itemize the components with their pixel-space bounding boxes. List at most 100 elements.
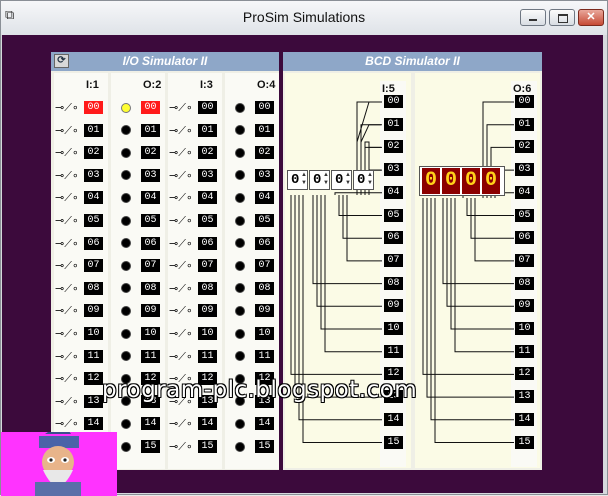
input-switch[interactable]: ⊸⟋∘: [169, 123, 193, 137]
bcd-input-digit[interactable]: 0: [309, 170, 330, 190]
address-label: 10: [198, 327, 217, 340]
io-simulator-title: I/O Simulator II: [122, 54, 208, 68]
input-switch[interactable]: ⊸⟋∘: [55, 281, 79, 295]
input-switch[interactable]: ⊸⟋∘: [55, 417, 79, 431]
address-label: 01: [255, 123, 274, 137]
input-switch[interactable]: ⊸⟋∘: [55, 327, 79, 340]
minimize-icon: [529, 19, 537, 21]
output-lamp: [235, 125, 245, 136]
address-label: 06: [141, 236, 160, 250]
input-switch[interactable]: ⊸⟋∘: [169, 281, 193, 295]
close-button[interactable]: ✕: [578, 9, 604, 26]
address-label: 11: [141, 349, 160, 363]
bcd-input-digit[interactable]: 0: [287, 170, 308, 190]
input-switch[interactable]: ⊸⟋∘: [55, 259, 79, 273]
input-switch[interactable]: ⊸⟋∘: [169, 327, 193, 340]
module-label: O:4: [257, 79, 276, 91]
address-label: 07: [198, 259, 217, 273]
wizard-mascot-icon: [35, 432, 81, 496]
input-switch[interactable]: ⊸⟋∘: [55, 304, 79, 318]
address-label: 13: [384, 390, 403, 404]
bcd-wire: [298, 195, 382, 421]
input-switch[interactable]: ⊸⟋∘: [169, 440, 193, 453]
input-switch[interactable]: ⊸⟋∘: [55, 146, 79, 160]
input-switch[interactable]: ⊸⟋∘: [55, 394, 79, 408]
module-label: I:1: [86, 79, 99, 91]
input-switch[interactable]: ⊸⟋∘: [169, 168, 193, 182]
address-label: 14: [384, 412, 403, 426]
address-label: 05: [384, 208, 403, 222]
bcd-wire: [466, 198, 514, 216]
bcd-wire: [294, 195, 382, 398]
app-icon[interactable]: ⧉: [5, 8, 15, 23]
address-label: 06: [84, 236, 103, 250]
input-switch[interactable]: ⊸⟋∘: [55, 168, 79, 182]
io-simulator-panel: ⟳ I/O Simulator II I:1⊸⟋∘00⊸⟋∘01⊸⟋∘02⊸⟋∘…: [51, 52, 279, 470]
input-switch[interactable]: ⊸⟋∘: [55, 349, 79, 363]
refresh-button[interactable]: ⟳: [54, 54, 69, 68]
output-lamp: [235, 283, 245, 294]
input-switch[interactable]: ⊸⟋∘: [169, 236, 193, 250]
input-switch[interactable]: ⊸⟋∘: [55, 191, 79, 205]
address-label: 05: [255, 214, 274, 227]
address-label: 07: [384, 253, 403, 267]
input-switch[interactable]: ⊸⟋∘: [55, 236, 79, 250]
maximize-icon: [558, 14, 568, 23]
digit-spinner-icon[interactable]: ▲▼: [323, 172, 329, 186]
input-switch[interactable]: ⊸⟋∘: [55, 372, 79, 386]
input-switch[interactable]: ⊸⟋∘: [55, 123, 79, 137]
address-label: 11: [198, 349, 217, 363]
address-label: 01: [84, 123, 103, 137]
io-simulator-header: ⟳ I/O Simulator II: [51, 52, 279, 71]
bcd-wire: [342, 195, 382, 239]
output-lamp: [121, 418, 131, 429]
address-label: 09: [384, 299, 403, 313]
bcd-input-digit[interactable]: 0: [353, 170, 374, 190]
address-label: 03: [84, 168, 103, 182]
bcd-input-digit[interactable]: 0: [331, 170, 352, 190]
address-label: 05: [141, 214, 160, 227]
maximize-button[interactable]: [549, 9, 575, 26]
minimize-button[interactable]: [520, 9, 546, 26]
output-lamp: [121, 305, 131, 316]
address-label: 15: [198, 440, 217, 453]
module-label: I:3: [200, 79, 213, 91]
address-label: 09: [84, 304, 103, 318]
input-switch[interactable]: ⊸⟋∘: [169, 101, 193, 114]
address-label: 12: [141, 372, 160, 386]
input-switch[interactable]: ⊸⟋∘: [55, 214, 79, 227]
input-switch[interactable]: ⊸⟋∘: [169, 146, 193, 160]
bcd-wire: [446, 198, 514, 307]
input-switch[interactable]: ⊸⟋∘: [169, 259, 193, 273]
input-switch[interactable]: ⊸⟋∘: [169, 372, 193, 386]
input-switch[interactable]: ⊸⟋∘: [169, 349, 193, 363]
bcd-wire: [290, 195, 382, 375]
output-lamp: [235, 418, 245, 429]
input-switch[interactable]: ⊸⟋∘: [169, 417, 193, 431]
input-switch[interactable]: ⊸⟋∘: [169, 394, 193, 408]
bcd-input-module-label: I:5: [382, 83, 395, 95]
address-label: 13: [141, 394, 160, 408]
bcd-wire: [434, 198, 514, 443]
digit-spinner-icon[interactable]: ▲▼: [345, 172, 351, 186]
address-label: 08: [84, 281, 103, 295]
output-lamp: [235, 147, 245, 158]
input-switch[interactable]: ⊸⟋∘: [169, 191, 193, 205]
bcd-wire: [356, 101, 382, 195]
bcd-wire: [316, 195, 382, 307]
address-label: 02: [84, 146, 103, 160]
input-switch[interactable]: ⊸⟋∘: [169, 304, 193, 318]
address-label: 09: [141, 304, 160, 318]
input-switch[interactable]: ⊸⟋∘: [55, 101, 79, 114]
address-label: 00: [515, 95, 534, 108]
title-bar[interactable]: ⧉ ProSim Simulations ✕: [1, 1, 607, 35]
output-lamp: [235, 170, 245, 181]
digit-spinner-icon[interactable]: ▲▼: [301, 172, 307, 186]
digit-spinner-icon[interactable]: ▲▼: [367, 172, 373, 186]
input-switch[interactable]: ⊸⟋∘: [169, 214, 193, 227]
address-label: 11: [255, 349, 274, 363]
bcd-output-digit: 0: [442, 168, 460, 194]
window-title: ProSim Simulations: [242, 9, 366, 25]
address-label: 08: [198, 281, 217, 295]
address-label: 07: [141, 259, 160, 273]
